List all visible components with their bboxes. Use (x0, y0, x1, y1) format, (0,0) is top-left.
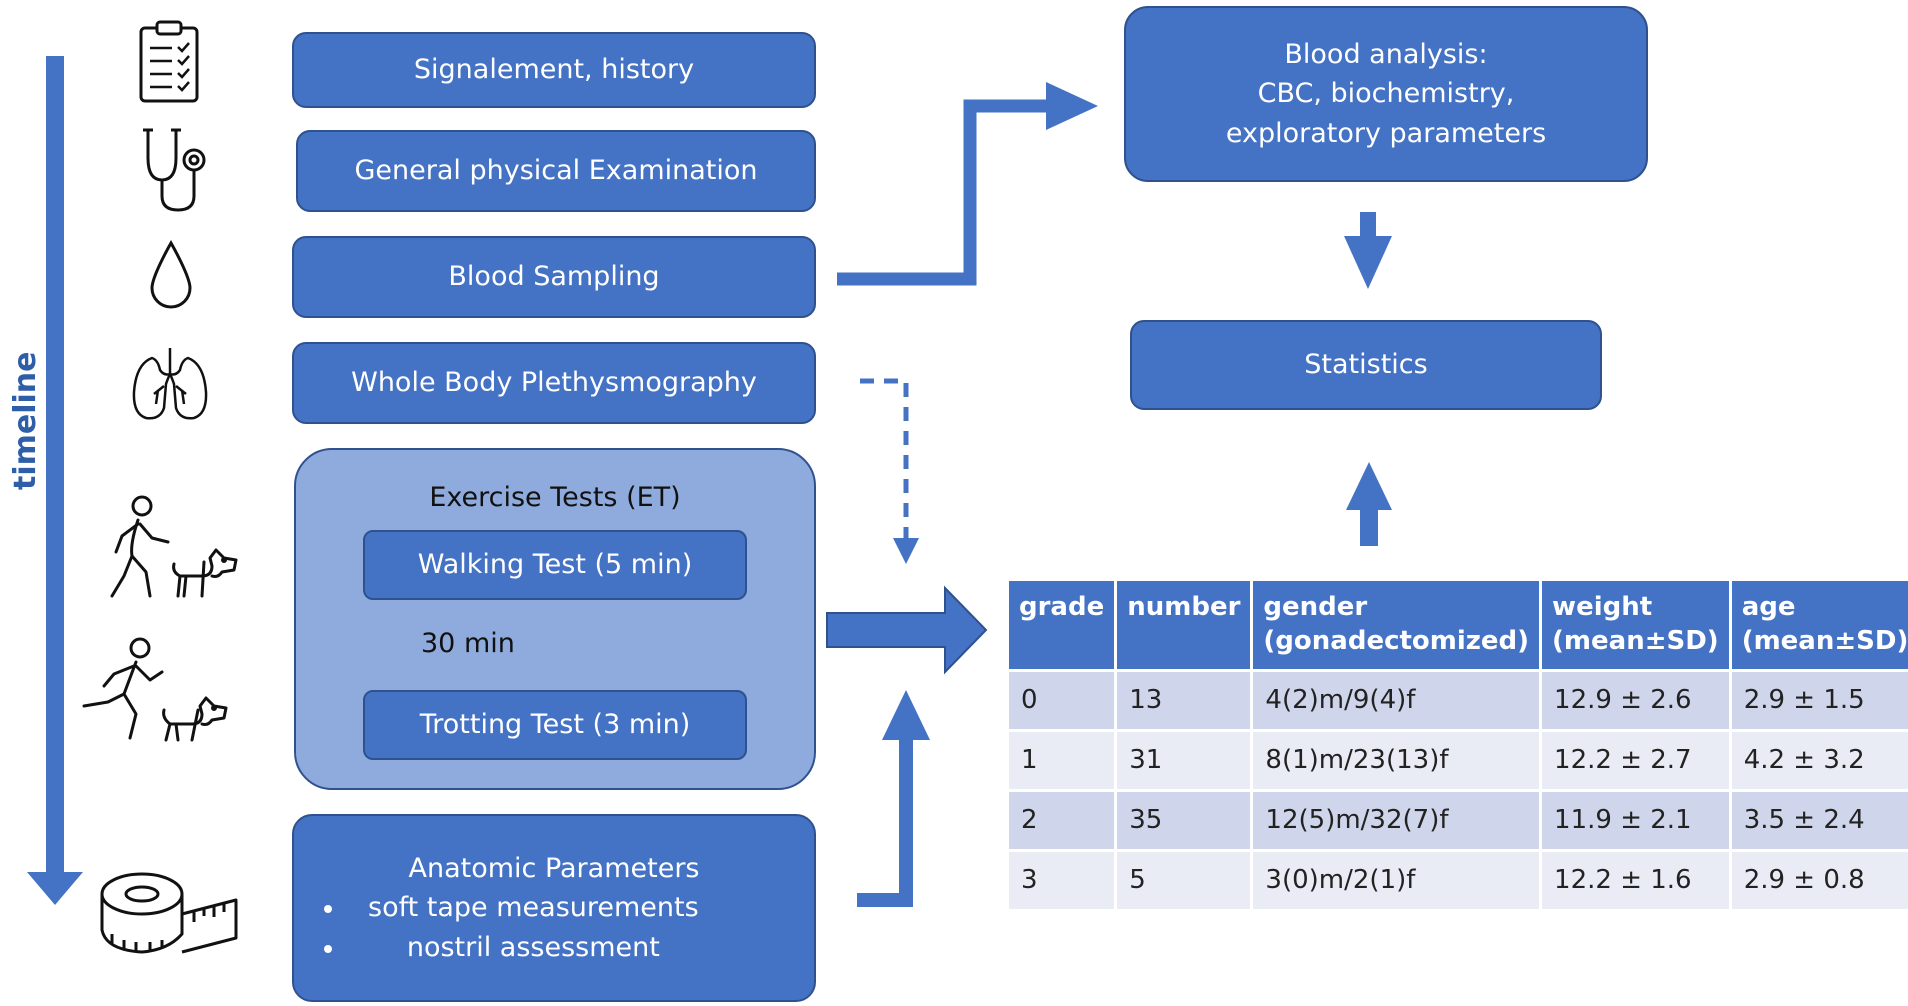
person-walking-dog-icon (110, 495, 238, 598)
table-row: 0 13 4(2)m/9(4)f 12.9 ± 2.6 2.9 ± 1.5 (1009, 671, 1908, 729)
cell-age: 3.5 ± 2.4 (1731, 791, 1908, 849)
table-row: 1 31 8(1)m/23(13)f 12.2 ± 2.7 4.2 ± 3.2 (1009, 731, 1908, 789)
cell-grade: 3 (1009, 851, 1115, 909)
anatomic-bullet: soft tape measurements (294, 888, 699, 927)
cell-grade: 2 (1009, 791, 1115, 849)
exercise-tests-title: Exercise Tests (ET) (429, 482, 681, 513)
cell-grade: 1 (1009, 731, 1115, 789)
plethysmography-box: Whole Body Plethysmography (292, 342, 816, 424)
physical-examination-label: General physical Examination (354, 155, 758, 187)
signalement-history-label: Signalement, history (413, 54, 695, 86)
cell-age: 2.9 ± 0.8 (1731, 851, 1908, 909)
table-row: 2 35 12(5)m/32(7)f 11.9 ± 2.1 3.5 ± 2.4 (1009, 791, 1908, 849)
cell-weight: 11.9 ± 2.1 (1542, 791, 1729, 849)
physical-examination-box: General physical Examination (296, 130, 816, 212)
plethysmography-label: Whole Body Plethysmography (351, 367, 757, 399)
analysis-to-statistics-arrow (1344, 212, 1392, 289)
table-header-row: grade number gender(gonadectomized) weig… (1009, 581, 1908, 669)
anatomic-parameters-box: Anatomic Parameters soft tape measuremen… (292, 814, 816, 1002)
blood-sampling-label: Blood Sampling (448, 261, 660, 293)
timeline-label: timeline (8, 351, 43, 490)
anatomic-to-table-arrow (857, 690, 930, 907)
anatomic-parameters-title: Anatomic Parameters (408, 853, 700, 885)
cohort-table: grade number gender(gonadectomized) weig… (1006, 578, 1908, 912)
lungs-icon (132, 348, 208, 420)
statistics-label: Statistics (1304, 349, 1428, 381)
column-header-gender: gender(gonadectomized) (1253, 581, 1540, 669)
trotting-test-box: Trotting Test (3 min) (363, 690, 747, 760)
blood-analysis-line: Blood analysis: (1284, 39, 1488, 71)
table-row: 3 5 3(0)m/2(1)f 12.2 ± 1.6 2.9 ± 0.8 (1009, 851, 1908, 909)
column-header-number: number (1117, 581, 1251, 669)
statistics-box: Statistics (1130, 320, 1602, 410)
timeline-arrow (27, 56, 83, 905)
blood-drop-icon (150, 240, 192, 309)
cell-grade: 0 (1009, 671, 1115, 729)
stethoscope-icon (143, 128, 206, 212)
cell-gender: 3(0)m/2(1)f (1253, 851, 1540, 909)
signalement-history-box: Signalement, history (292, 32, 816, 108)
column-header-weight: weight(mean±SD) (1542, 581, 1729, 669)
cell-gender: 8(1)m/23(13)f (1253, 731, 1540, 789)
trotting-test-label: Trotting Test (3 min) (419, 709, 691, 741)
cell-weight: 12.9 ± 2.6 (1542, 671, 1729, 729)
column-header-grade: grade (1009, 581, 1115, 669)
plethysmography-dashed-arrow (860, 378, 919, 564)
clipboard-checklist-icon (139, 20, 199, 103)
cell-gender: 12(5)m/32(7)f (1253, 791, 1540, 849)
walking-test-box: Walking Test (5 min) (363, 530, 747, 600)
cell-number: 5 (1117, 851, 1251, 909)
blood-analysis-line: exploratory parameters (1225, 117, 1547, 149)
person-running-dog-icon (82, 637, 228, 742)
cell-weight: 12.2 ± 2.7 (1542, 731, 1729, 789)
cell-number: 31 (1117, 731, 1251, 789)
cell-number: 13 (1117, 671, 1251, 729)
anatomic-parameters-list: soft tape measurements nostril assessmen… (294, 888, 699, 966)
blood-sampling-box: Blood Sampling (292, 236, 816, 318)
blood-to-analysis-arrow (837, 82, 1098, 286)
measuring-tape-icon (100, 872, 238, 954)
anatomic-bullet: nostril assessment (294, 928, 699, 967)
rest-interval-label: 30 min (421, 628, 515, 659)
cell-age: 4.2 ± 3.2 (1731, 731, 1908, 789)
cell-gender: 4(2)m/9(4)f (1253, 671, 1540, 729)
cell-age: 2.9 ± 1.5 (1731, 671, 1908, 729)
cell-number: 35 (1117, 791, 1251, 849)
table-to-statistics-arrow (1346, 462, 1392, 546)
exercise-to-table-arrow (826, 585, 988, 675)
column-header-age: age(mean±SD) (1731, 581, 1908, 669)
cell-weight: 12.2 ± 1.6 (1542, 851, 1729, 909)
blood-analysis-line: CBC, biochemistry, (1257, 78, 1515, 110)
walking-test-label: Walking Test (5 min) (417, 549, 693, 581)
blood-analysis-box: Blood analysis: CBC, biochemistry, explo… (1124, 6, 1648, 182)
